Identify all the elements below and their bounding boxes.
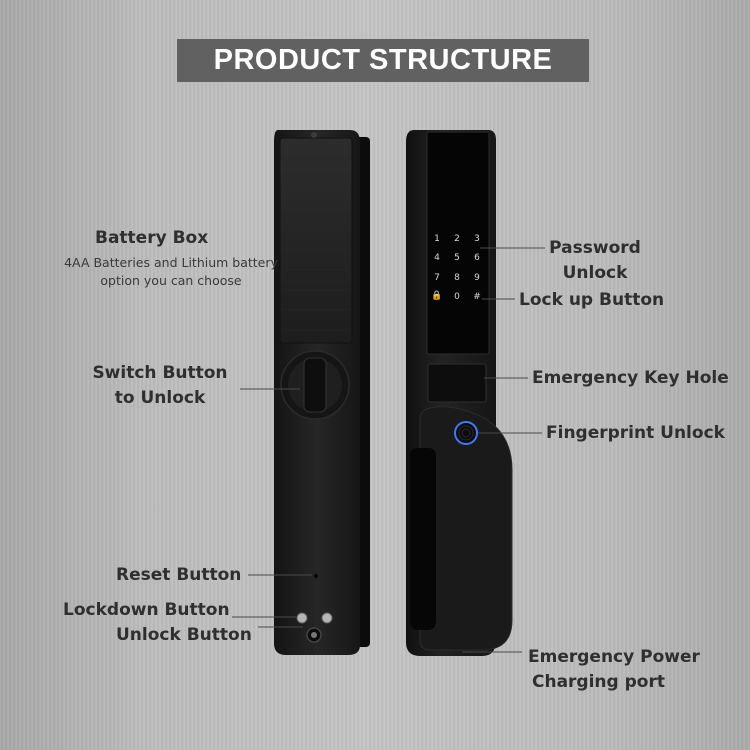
key-5[interactable]: 5 xyxy=(454,253,460,263)
key-9[interactable]: 9 xyxy=(474,273,480,283)
label-battery-desc-2: option you can choose xyxy=(100,273,242,288)
battery-box-cover xyxy=(279,137,353,344)
leader-lines xyxy=(232,247,545,653)
page-title: PRODUCT STRUCTURE xyxy=(213,44,553,76)
label-password-2: Unlock xyxy=(562,263,628,283)
label-fingerprint-unlock: Fingerprint Unlock xyxy=(546,423,725,443)
label-battery-desc-1: 4AA Batteries and Lithium battery xyxy=(64,255,278,270)
label-reset-button: Reset Button xyxy=(116,565,242,585)
key-6[interactable]: 6 xyxy=(474,253,480,263)
label-lock-up-button: Lock up Button xyxy=(519,290,665,310)
lockdown-button-dot xyxy=(296,612,308,624)
label-switch-button-1: Switch Button xyxy=(92,363,228,383)
keypad-glass xyxy=(426,131,490,355)
title-banner: PRODUCT STRUCTURE xyxy=(177,39,589,82)
label-unlock-button: Unlock Button xyxy=(116,625,252,645)
interior-panel xyxy=(274,130,370,655)
label-lockdown-button: Lockdown Button xyxy=(63,600,230,620)
label-emergency-key-hole: Emergency Key Hole xyxy=(532,368,729,388)
label-emergency-power-2: Charging port xyxy=(532,672,665,692)
padlock-icon[interactable]: 🔒 xyxy=(431,291,443,301)
key-3[interactable]: 3 xyxy=(474,234,480,244)
fingerprint-sensor xyxy=(454,421,478,445)
reset-hole xyxy=(314,574,318,578)
label-battery-box: Battery Box xyxy=(95,228,209,248)
key-hash[interactable]: # xyxy=(473,292,481,302)
label-emergency-power-1: Emergency Power xyxy=(528,647,700,667)
label-password-1: Password xyxy=(549,238,641,258)
key-8[interactable]: 8 xyxy=(454,273,460,283)
unlock-button-dot xyxy=(321,612,333,624)
handle xyxy=(419,406,513,651)
key-0[interactable]: 0 xyxy=(454,292,460,302)
key-7[interactable]: 7 xyxy=(434,273,440,283)
exterior-panel xyxy=(406,130,513,656)
key-hole-cover xyxy=(427,363,487,403)
key-4[interactable]: 4 xyxy=(434,253,440,263)
label-switch-button-2: to Unlock xyxy=(114,388,206,408)
key-2[interactable]: 2 xyxy=(454,234,460,244)
key-1[interactable]: 1 xyxy=(434,234,440,244)
